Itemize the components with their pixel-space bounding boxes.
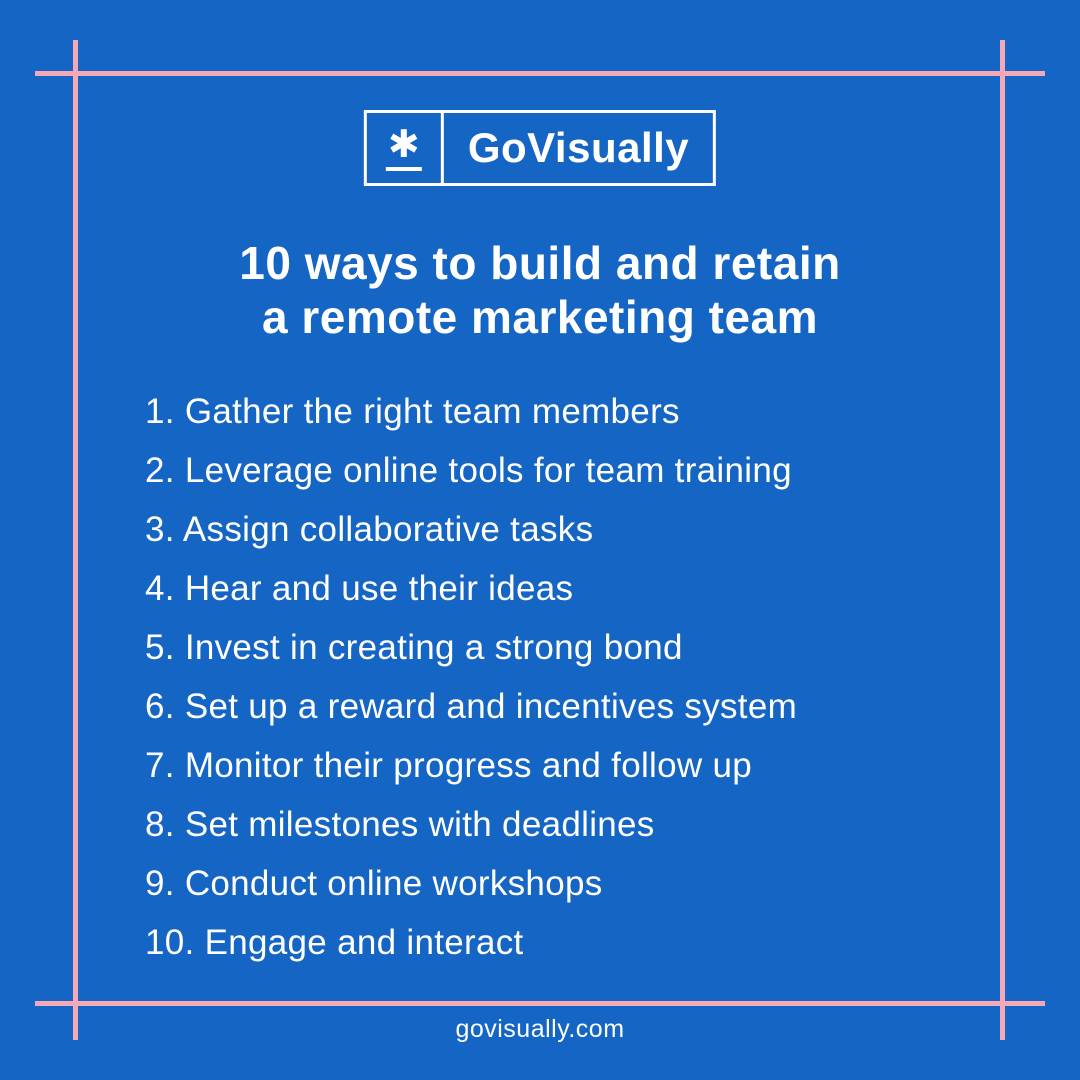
frame-line-left	[73, 40, 78, 1040]
logo-brand-text: GoVisually	[467, 124, 690, 171]
list-item: 3. Assign collaborative tasks	[145, 510, 594, 549]
list-item: 5. Invest in creating a strong bond	[145, 628, 683, 667]
tips-list: 1. Gather the right team members 2. Leve…	[145, 382, 1010, 972]
list-item: 8. Set milestones with deadlines	[145, 805, 655, 844]
logo-underline	[385, 166, 422, 171]
website-url: govisually.com	[455, 1015, 625, 1043]
govisually-logo: ✱ GoVisually	[363, 110, 717, 186]
list-item: 1. Gather the right team members	[145, 392, 680, 431]
list-item: 10. Engage and interact	[145, 923, 524, 962]
list-item: 6. Set up a reward and incentives system	[145, 687, 798, 726]
frame-line-bottom	[35, 1001, 1045, 1006]
frame-line-right	[1000, 40, 1005, 1040]
page-title: 10 ways to build and retain a remote mar…	[0, 236, 1080, 345]
list-item: 2. Leverage online tools for team traini…	[145, 451, 792, 490]
list-item: 4. Hear and use their ideas	[145, 569, 574, 608]
logo-icon-cell: ✱	[367, 113, 441, 183]
list-item: 7. Monitor their progress and follow up	[145, 746, 753, 785]
logo-divider	[440, 113, 444, 183]
list-item: 9. Conduct online workshops	[145, 864, 603, 903]
asterisk-icon: ✱	[387, 123, 420, 166]
page-title-line1: 10 ways to build and retain	[239, 237, 841, 289]
page-title-line2: a remote marketing team	[261, 291, 819, 344]
frame-line-top	[35, 71, 1045, 76]
